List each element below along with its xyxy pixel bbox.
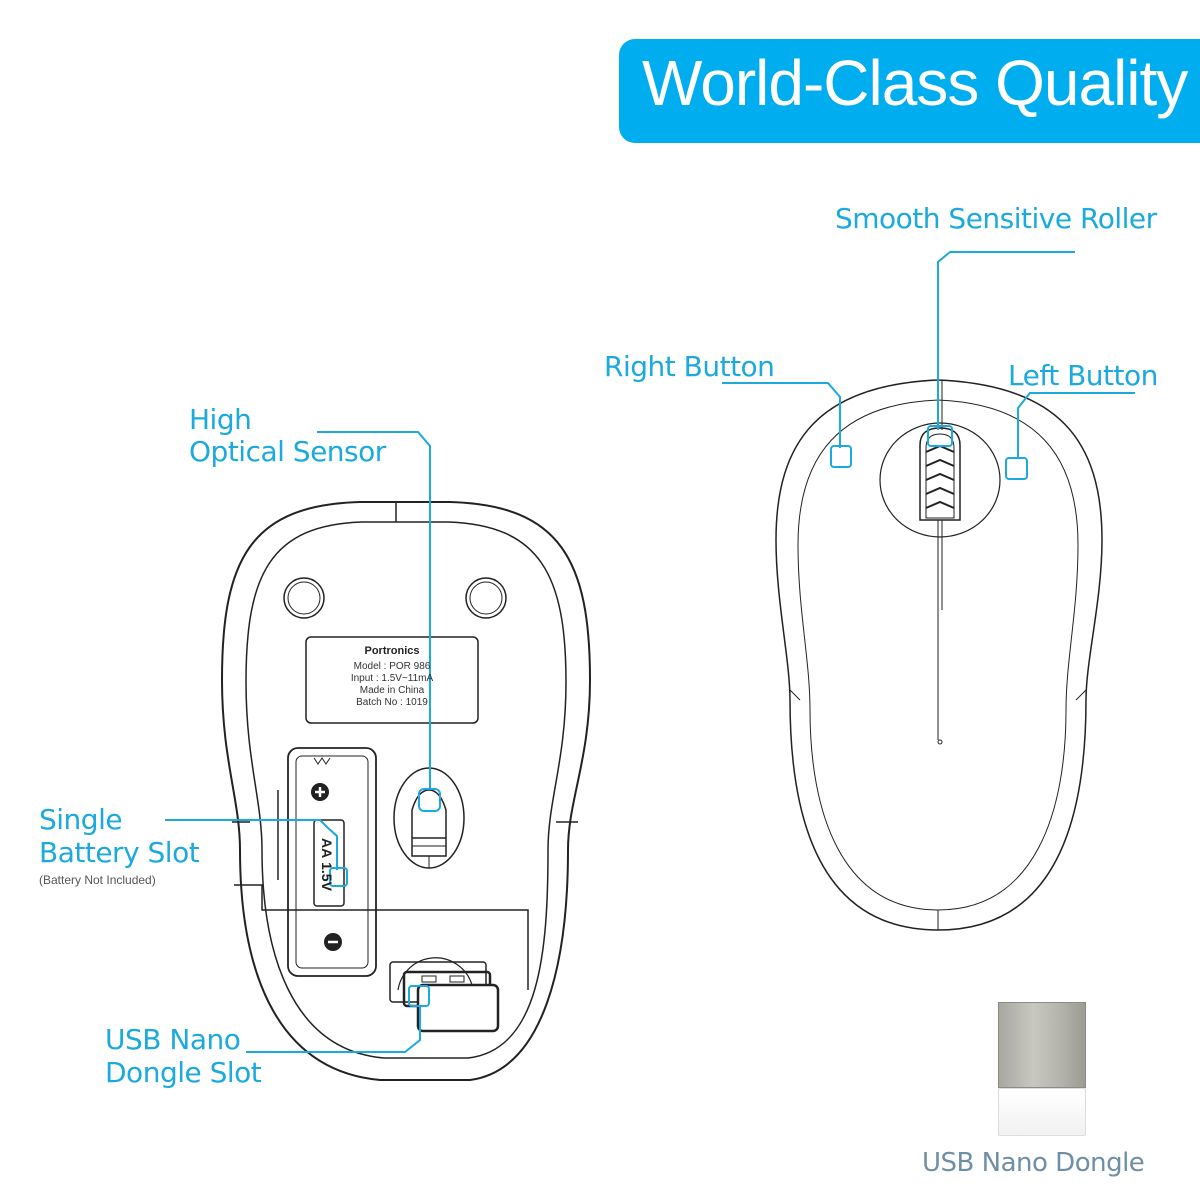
label-dongle-slot-line1: USB Nano bbox=[105, 1023, 241, 1056]
battery-note: (Battery Not Included) bbox=[39, 873, 156, 887]
label-left-button: Left Button bbox=[1008, 359, 1158, 392]
banner-title: World-Class Quality bbox=[642, 47, 1188, 119]
label-battery-line2: Battery Slot bbox=[39, 836, 200, 869]
label-battery-line1: Single bbox=[39, 803, 123, 836]
mouse-bottom-view bbox=[220, 501, 592, 1081]
sticker-batch: Batch No : 1019 bbox=[356, 697, 428, 708]
sticker-model: Model : POR 986 bbox=[353, 661, 431, 672]
dongle-caption: USB Nano Dongle bbox=[922, 1148, 1145, 1178]
label-sensor-line1: High bbox=[189, 403, 252, 436]
label-dongle-slot-line2: Dongle Slot bbox=[105, 1056, 262, 1089]
label-right-button: Right Button bbox=[604, 350, 775, 383]
sticker-origin: Made in China bbox=[359, 685, 425, 696]
label-roller: Smooth Sensitive Roller bbox=[835, 202, 1157, 235]
mouse-top-view bbox=[775, 379, 1103, 931]
battery-marking: AA 1.5V bbox=[312, 822, 342, 906]
dongle-metal-connector bbox=[998, 1002, 1086, 1088]
callout-lines bbox=[165, 251, 1135, 1053]
battery-type: AA bbox=[319, 837, 335, 858]
dongle-plastic-body bbox=[998, 1088, 1086, 1136]
battery-voltage: 1.5V bbox=[319, 861, 335, 891]
sticker-input: Input : 1.5V~11mA bbox=[350, 673, 434, 684]
usb-dongle-image bbox=[998, 1002, 1086, 1136]
label-sensor-line2: Optical Sensor bbox=[189, 435, 386, 468]
product-label-sticker: Portronics Model : POR 986 Input : 1.5V~… bbox=[306, 637, 478, 723]
title-banner bbox=[619, 39, 1200, 143]
brand-logo: Portronics bbox=[364, 645, 420, 657]
